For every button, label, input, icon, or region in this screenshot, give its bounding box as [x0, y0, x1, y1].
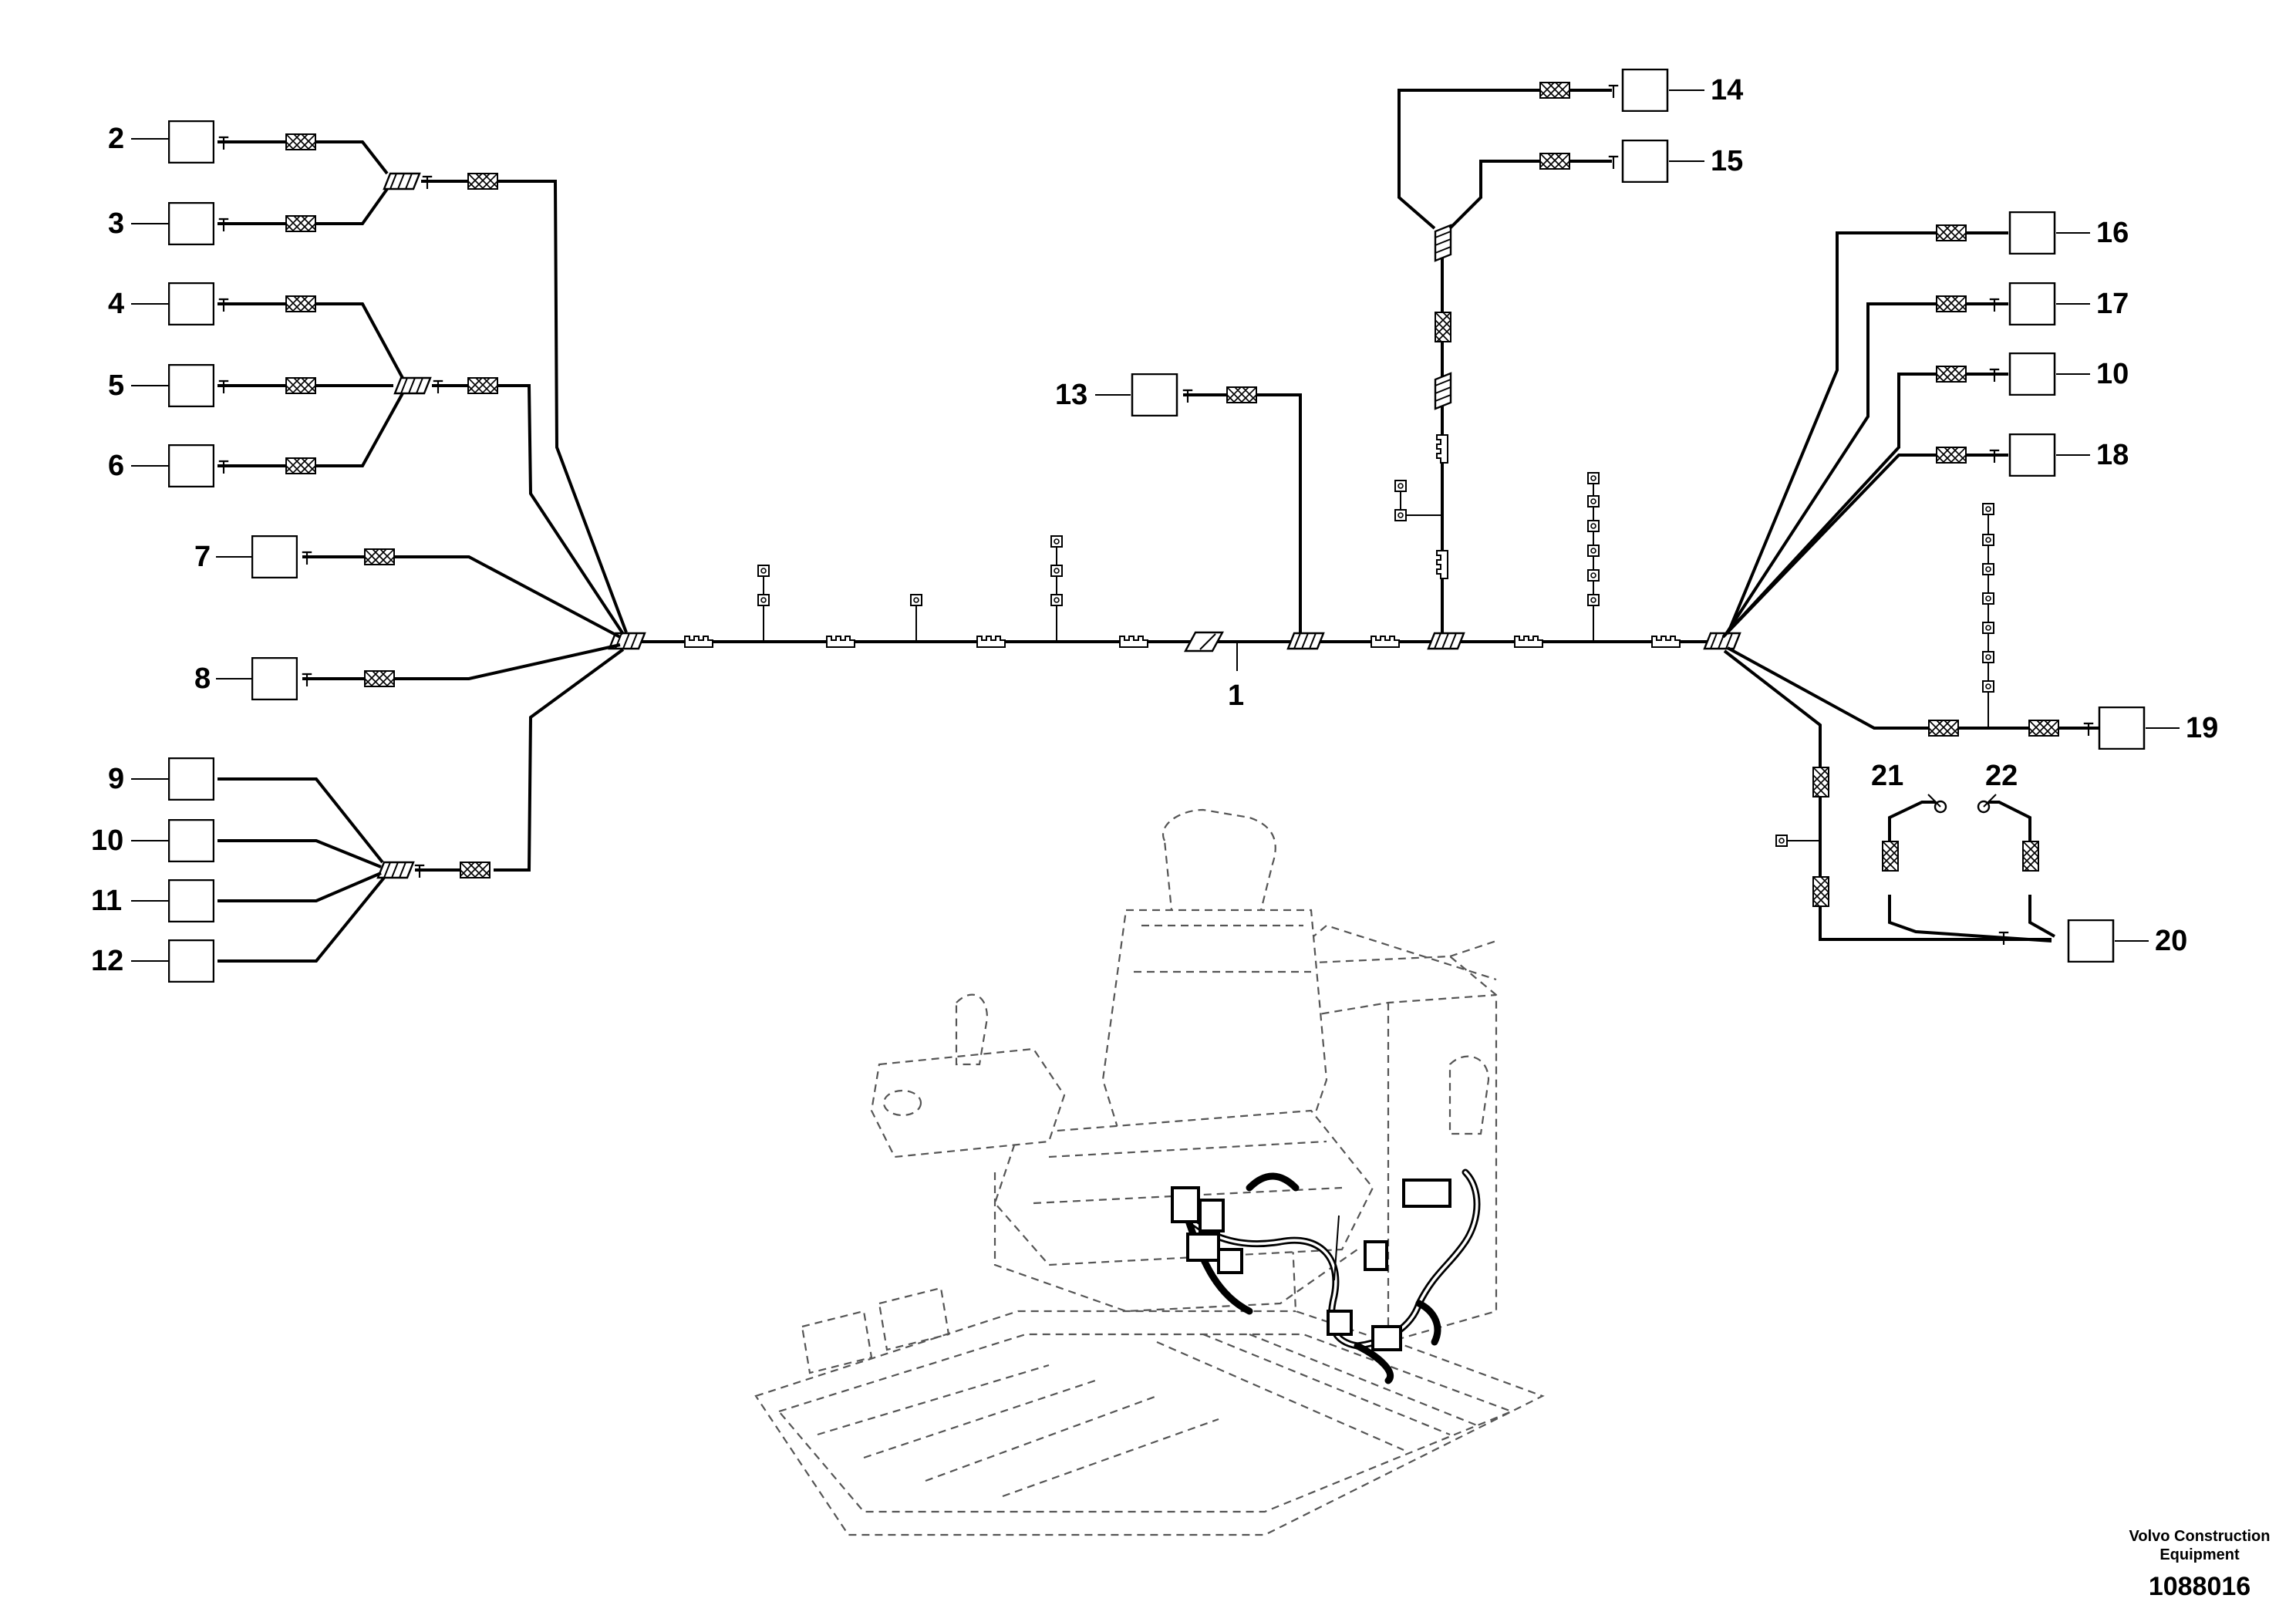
document-number: 1088016 — [2149, 1572, 2250, 1601]
branch-14-15 — [1394, 69, 1704, 650]
callout-10-right: 10 — [2096, 358, 2129, 390]
callout-17: 17 — [2096, 288, 2129, 320]
publisher-line-1: Volvo Construction — [2129, 1528, 2271, 1545]
callout-21: 21 — [1871, 760, 1903, 792]
callout-2: 2 — [108, 123, 124, 155]
left-branch-group — [168, 120, 646, 983]
callout-19: 19 — [2186, 712, 2218, 744]
callout-6: 6 — [108, 450, 124, 482]
callout-16: 16 — [2096, 217, 2129, 249]
right-branch-group — [1703, 211, 2180, 963]
callout-4: 4 — [108, 288, 124, 320]
leader-lines — [131, 138, 1131, 962]
callout-7: 7 — [194, 541, 211, 573]
harness-illustration — [1171, 1168, 1481, 1384]
callout-8: 8 — [194, 663, 211, 695]
callout-5: 5 — [108, 369, 124, 402]
operator-seat-illustration — [754, 808, 1545, 1536]
publisher-block: Volvo Construction Equipment 1088016 — [2129, 1528, 2271, 1601]
callout-22: 22 — [1985, 760, 2018, 792]
callout-12: 12 — [91, 945, 123, 977]
callout-3: 3 — [108, 207, 124, 240]
callout-14: 14 — [1711, 74, 1743, 106]
callout-1: 1 — [1228, 679, 1244, 712]
main-trunk — [626, 472, 1731, 671]
callout-15: 15 — [1711, 145, 1743, 177]
callout-20: 20 — [2155, 925, 2187, 957]
callout-18: 18 — [2096, 439, 2129, 471]
callout-11: 11 — [91, 885, 122, 917]
callout-9: 9 — [108, 763, 124, 795]
publisher-line-2: Equipment — [2159, 1546, 2240, 1563]
branch-13 — [1131, 373, 1325, 650]
callout-10-left: 10 — [91, 824, 123, 857]
callout-13: 13 — [1055, 379, 1087, 411]
